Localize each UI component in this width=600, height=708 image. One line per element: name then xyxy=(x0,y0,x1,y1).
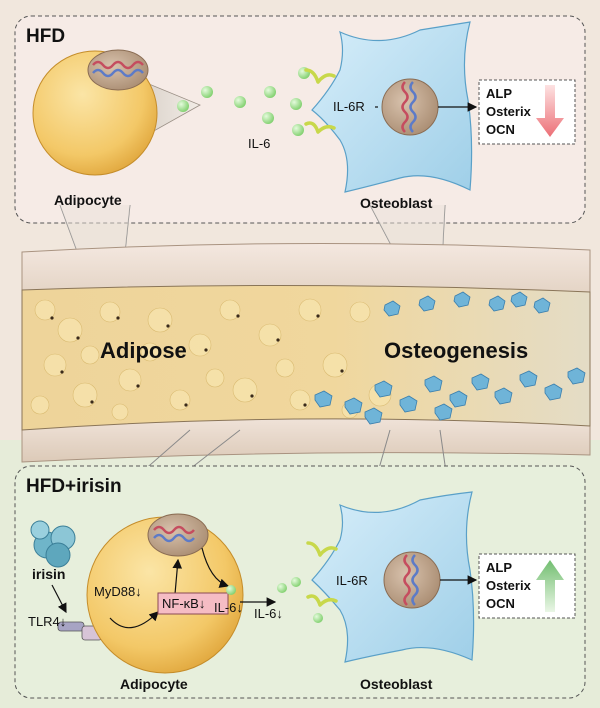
nfkb-box xyxy=(157,592,229,615)
bottom-il6r-label: IL-6R xyxy=(336,573,368,588)
top-marker-osterix: Osterix xyxy=(486,104,531,119)
irisin-label: irisin xyxy=(32,566,66,582)
bottom-marker-ocn: OCN xyxy=(486,596,515,611)
bottom-osteoblast-label: Osteoblast xyxy=(360,676,433,692)
irisin-protein-icon xyxy=(30,520,76,568)
bottom-marker-alp: ALP xyxy=(486,560,512,575)
bottom-panel-title: HFD+irisin xyxy=(26,476,122,497)
top-adipocyte-label: Adipocyte xyxy=(54,192,122,208)
top-il6r-label: IL-6R xyxy=(333,99,365,114)
myd88-label: MyD88↓ xyxy=(94,584,142,599)
adipocyte-top xyxy=(32,49,201,176)
nfkb-label: NF-κB↓ xyxy=(162,596,206,611)
bone xyxy=(21,242,591,463)
tlr4-label: TLR4↓ xyxy=(28,614,67,629)
bone-adipose-label: Adipose xyxy=(100,338,187,363)
top-marker-alp: ALP xyxy=(486,86,512,101)
down-arrow-icon xyxy=(536,85,564,137)
il6-dots-top xyxy=(177,67,310,136)
il6-inside-label: IL-6↓ xyxy=(214,600,243,615)
markers-box-top xyxy=(478,79,576,145)
adipocyte-bottom xyxy=(86,513,244,674)
il6-outside-label: IL-6↓ xyxy=(254,606,283,621)
bottom-adipocyte-label: Adipocyte xyxy=(120,676,188,692)
osteoblast-top xyxy=(304,21,478,193)
osteoblast-bottom xyxy=(306,491,478,663)
up-arrow-icon xyxy=(536,560,564,612)
top-marker-ocn: OCN xyxy=(486,122,515,137)
top-osteoblast-label: Osteoblast xyxy=(360,195,433,211)
top-panel-title: HFD xyxy=(26,26,66,47)
bottom-marker-osterix: Osterix xyxy=(486,578,531,593)
top-il6-label: IL-6 xyxy=(248,136,271,151)
markers-box-bottom xyxy=(478,553,576,619)
bone-osteogenesis-label: Osteogenesis xyxy=(384,338,529,363)
